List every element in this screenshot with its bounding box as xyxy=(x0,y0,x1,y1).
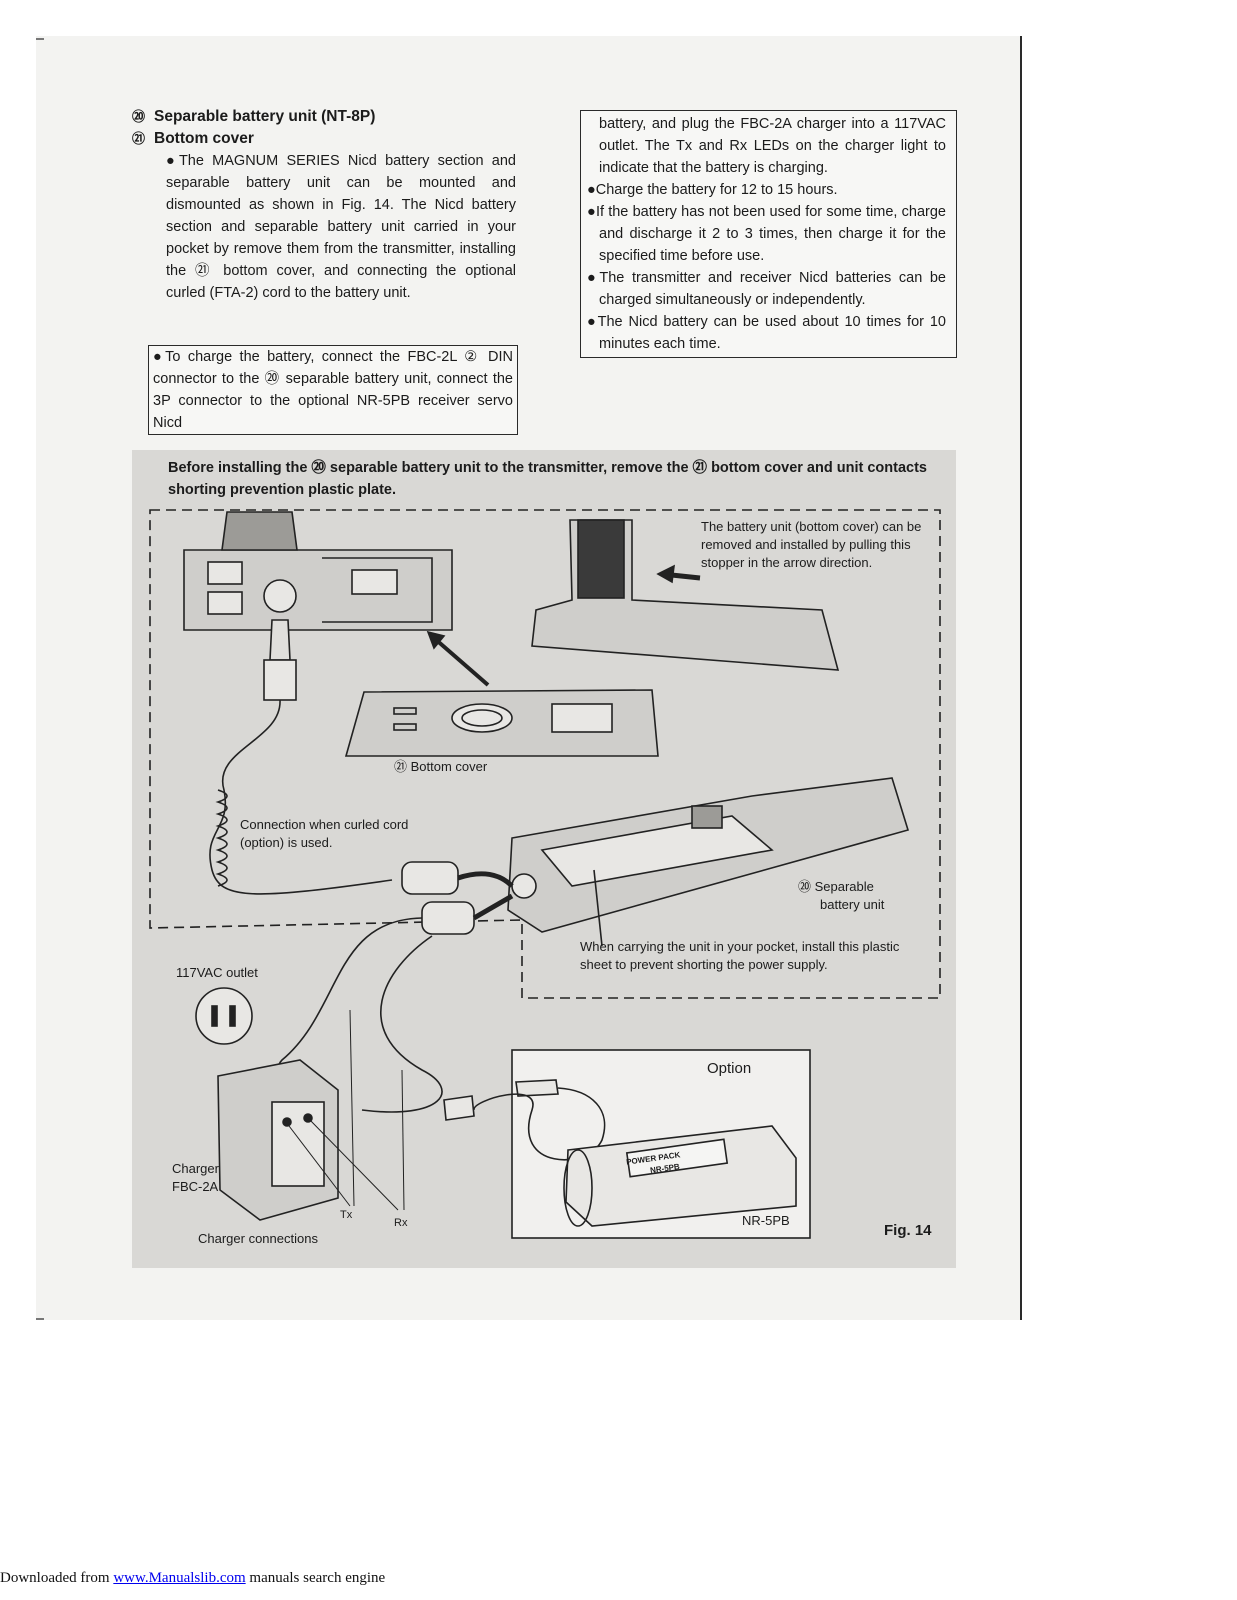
separable-label-line2: battery unit xyxy=(820,897,885,912)
figure-14: The battery unit (bottom cover) can be r… xyxy=(132,450,956,1268)
bullet-simultaneous: ●The transmitter and receiver Nicd batte… xyxy=(587,270,946,308)
charger-label-line2: FBC-2A xyxy=(172,1179,219,1194)
item-number-20: ⑳ xyxy=(132,109,146,124)
outlet-label: 117VAC outlet xyxy=(176,965,258,980)
separable-label-line1: ⑳ Separable xyxy=(798,879,874,894)
left-column: ⑳ Separable battery unit (NT-8P) ㉑ Bottom … xyxy=(132,106,516,304)
pocket-note: When carrying the unit in your pocket, i… xyxy=(580,939,900,972)
charger-connections-label: Charger connections xyxy=(198,1231,318,1246)
heading-text: Separable battery unit (NT-8P) xyxy=(154,108,376,125)
scan-mark-bottom xyxy=(36,1318,44,1320)
bottom-cover-label: ㉑ Bottom cover xyxy=(394,759,488,774)
stopper-note: The battery unit (bottom cover) can be r… xyxy=(701,519,922,570)
rx-label: Rx xyxy=(394,1217,408,1229)
tx-label: Tx xyxy=(340,1209,353,1221)
charging-continuation: battery, and plug the FBC-2A charger int… xyxy=(599,116,946,176)
footer-prefix: Downloaded from xyxy=(0,1570,114,1586)
scan-mark-top xyxy=(36,38,44,40)
heading-bottom-cover: ㉑ Bottom cover xyxy=(132,128,516,150)
bullet-charge-time: ●Charge the battery for 12 to 15 hours. xyxy=(587,182,838,198)
charging-instruction-text: ●To charge the battery, connect the FBC-… xyxy=(153,349,513,431)
charging-continued-box: battery, and plug the FBC-2A charger int… xyxy=(580,110,957,358)
bullet-usage: ●The Nicd battery can be used about 10 t… xyxy=(587,314,946,352)
heading-separable-battery-unit: ⑳ Separable battery unit (NT-8P) xyxy=(132,106,516,128)
download-footer: Downloaded from www.Manualslib.com manua… xyxy=(0,1570,385,1587)
fig-number: Fig. 14 xyxy=(884,1222,932,1239)
nr5pb-label: NR-5PB xyxy=(742,1213,790,1228)
figure-caption: Before installing the ⑳ separable batter… xyxy=(168,460,927,498)
charger-label-line1: Charger xyxy=(172,1161,219,1176)
curled-cord-note: Connection when curled cord (option) is … xyxy=(240,817,409,850)
item-number-21: ㉑ xyxy=(132,131,146,146)
option-label: Option xyxy=(707,1060,752,1077)
dashed-outline xyxy=(149,509,941,999)
footer-suffix: manuals search engine xyxy=(245,1570,386,1586)
page-edge-rule xyxy=(1020,36,1022,1320)
ac-outlet xyxy=(195,987,253,1045)
heading-text: Bottom cover xyxy=(154,130,254,147)
nr5pb-pack xyxy=(565,1125,797,1227)
bullet-unused-battery: ●If the battery has not been used for so… xyxy=(587,204,946,264)
mounting-paragraph: ●The MAGNUM SERIES Nicd battery section … xyxy=(166,153,516,301)
transmitter-grip xyxy=(221,511,298,551)
figure-illustration xyxy=(149,509,941,1239)
charging-instructions-box: ●To charge the battery, connect the FBC-… xyxy=(148,345,518,435)
manualslib-link[interactable]: www.Manualslib.com xyxy=(113,1570,246,1586)
